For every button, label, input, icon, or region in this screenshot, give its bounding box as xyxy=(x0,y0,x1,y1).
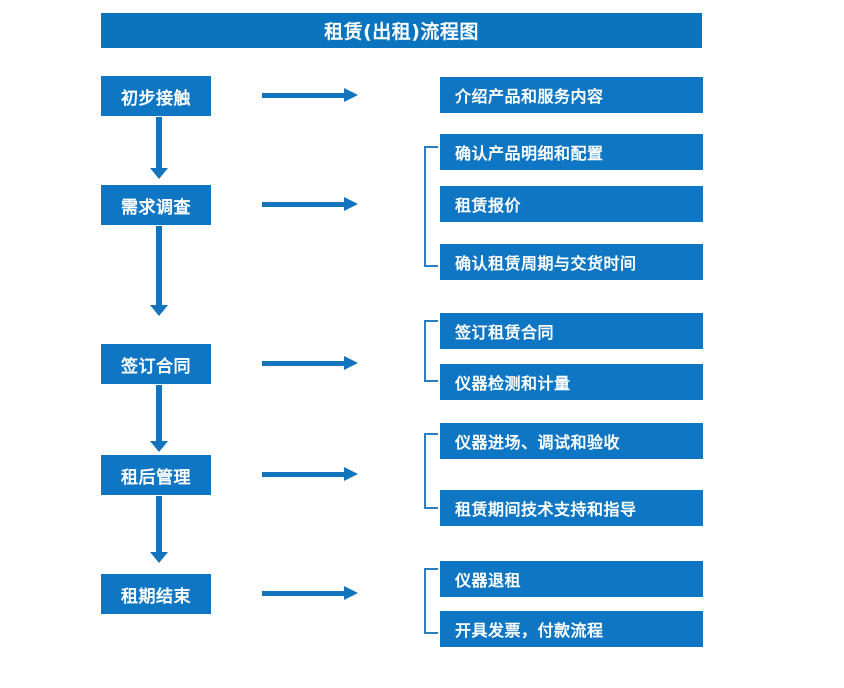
stage-label-4: 租后管理 xyxy=(121,467,191,488)
detail-label-1-1: 介绍产品和服务内容 xyxy=(455,87,604,106)
arrow-head xyxy=(344,88,358,102)
detail-label-3-2: 仪器检测和计量 xyxy=(455,374,571,393)
arrow-head xyxy=(344,467,358,481)
stage-box-5[interactable]: 租期结束 xyxy=(101,574,211,614)
detail-label-5-1: 仪器退租 xyxy=(455,571,522,590)
stage-box-4[interactable]: 租后管理 xyxy=(101,455,211,495)
stage-box-1[interactable]: 初步接触 xyxy=(101,76,211,116)
group-bracket-3 xyxy=(424,320,438,382)
detail-label-5-2: 开具发票，付款流程 xyxy=(455,621,604,640)
arrow-right-icon-3 xyxy=(262,356,358,370)
detail-label-2-3: 确认租赁周期与交货时间 xyxy=(455,254,637,273)
arrow-right-icon-2 xyxy=(262,197,358,211)
arrow-shaft xyxy=(156,385,162,441)
arrow-head xyxy=(344,356,358,370)
stage-box-2[interactable]: 需求调查 xyxy=(101,185,211,225)
detail-box-3-1[interactable]: 签订租赁合同 xyxy=(440,313,703,349)
arrow-down-icon-2 xyxy=(150,226,168,316)
detail-label-3-1: 签订租赁合同 xyxy=(455,323,555,342)
detail-label-2-1: 确认产品明细和配置 xyxy=(455,144,604,163)
arrow-head xyxy=(150,168,168,179)
detail-box-5-1[interactable]: 仪器退租 xyxy=(440,561,703,597)
detail-box-2-2[interactable]: 租赁报价 xyxy=(440,186,703,222)
group-bracket-5 xyxy=(424,568,438,634)
detail-box-2-3[interactable]: 确认租赁周期与交货时间 xyxy=(440,244,703,280)
stage-label-3: 签订合同 xyxy=(121,356,191,377)
detail-box-3-2[interactable]: 仪器检测和计量 xyxy=(440,364,703,400)
arrow-shaft xyxy=(262,202,345,207)
arrow-right-icon-5 xyxy=(262,586,358,600)
detail-box-2-1[interactable]: 确认产品明细和配置 xyxy=(440,134,703,170)
stage-label-2: 需求调查 xyxy=(121,197,191,218)
detail-label-2-2: 租赁报价 xyxy=(455,196,522,215)
arrow-head xyxy=(150,552,168,563)
arrow-head xyxy=(150,441,168,452)
detail-label-4-1: 仪器进场、调试和验收 xyxy=(455,433,621,452)
arrow-down-icon-3 xyxy=(150,385,168,452)
detail-label-4-2: 租赁期间技术支持和指导 xyxy=(455,500,637,519)
arrow-shaft xyxy=(156,496,162,552)
arrow-shaft xyxy=(262,93,345,98)
arrow-right-icon-4 xyxy=(262,467,358,481)
page-title: 租赁(出租)流程图 xyxy=(324,21,479,43)
group-bracket-2 xyxy=(424,146,438,267)
arrow-shaft xyxy=(156,226,162,305)
group-bracket-4 xyxy=(424,433,438,509)
arrow-head xyxy=(344,197,358,211)
arrow-right-icon-1 xyxy=(262,88,358,102)
detail-box-4-1[interactable]: 仪器进场、调试和验收 xyxy=(440,423,703,459)
arrow-head xyxy=(150,305,168,316)
arrow-shaft xyxy=(262,361,345,366)
arrow-shaft xyxy=(262,472,345,477)
stage-box-3[interactable]: 签订合同 xyxy=(101,344,211,384)
stage-label-1: 初步接触 xyxy=(121,88,191,109)
arrow-down-icon-4 xyxy=(150,496,168,563)
detail-box-1-1[interactable]: 介绍产品和服务内容 xyxy=(440,77,703,113)
arrow-shaft xyxy=(156,117,162,168)
flowchart-title-bar: 租赁(出租)流程图 xyxy=(101,13,702,48)
detail-box-4-2[interactable]: 租赁期间技术支持和指导 xyxy=(440,490,703,526)
stage-label-5: 租期结束 xyxy=(121,586,191,607)
arrow-head xyxy=(344,586,358,600)
arrow-shaft xyxy=(262,591,345,596)
detail-box-5-2[interactable]: 开具发票，付款流程 xyxy=(440,611,703,647)
arrow-down-icon-1 xyxy=(150,117,168,179)
